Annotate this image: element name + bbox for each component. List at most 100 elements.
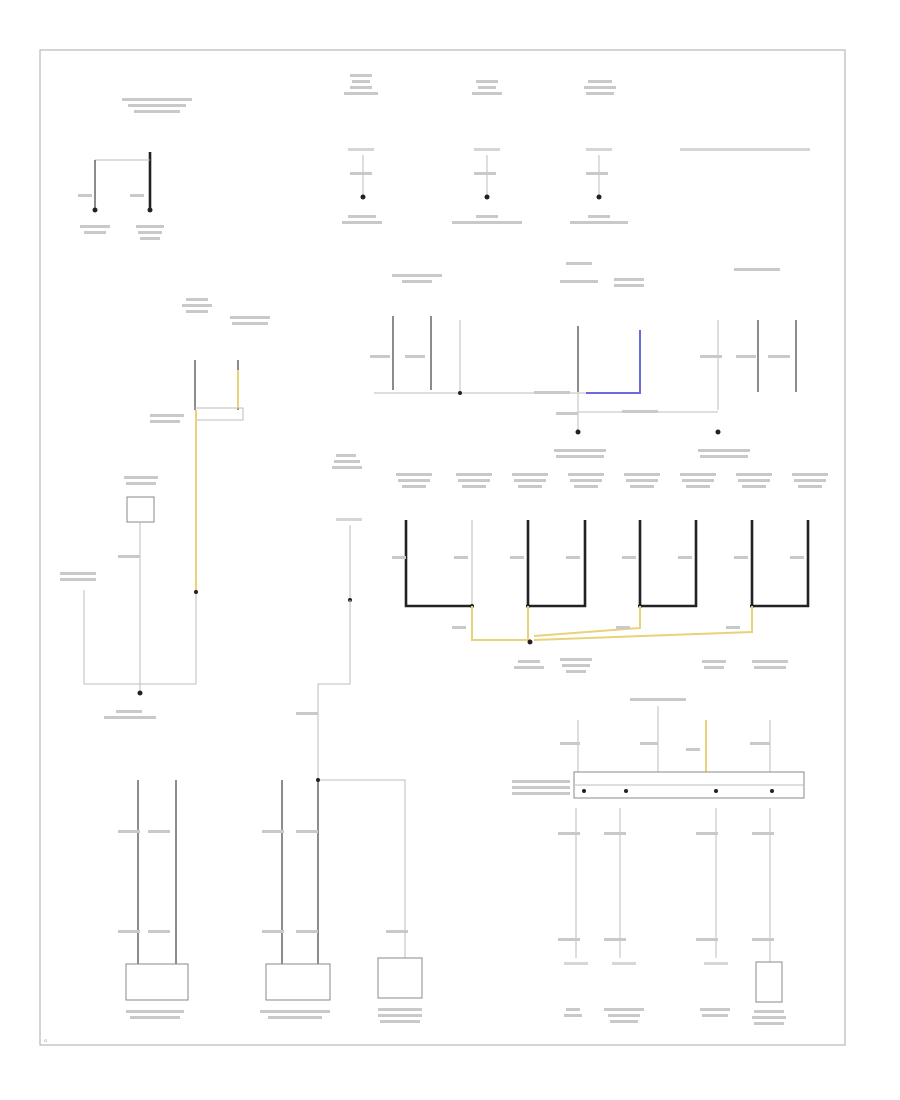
label-text-block [350, 74, 372, 77]
wire-label [296, 930, 318, 933]
wire-label [736, 355, 756, 358]
label-text-block [186, 310, 208, 313]
wire-label [148, 930, 170, 933]
connector-label [564, 962, 588, 965]
label-text-block [60, 572, 96, 575]
wire-label [474, 172, 496, 175]
label-text-block [126, 1010, 184, 1013]
label-text-block [380, 1020, 420, 1023]
label-text-block [60, 578, 96, 581]
wire-label [604, 832, 626, 835]
label-text-block [604, 1008, 644, 1011]
wire-label [262, 930, 284, 933]
label-text-block [478, 86, 496, 89]
middle-left-group [60, 298, 270, 719]
label-text-block [702, 1014, 728, 1017]
wire [318, 779, 406, 960]
top-switch-columns [342, 74, 810, 224]
wire-thick [638, 520, 698, 608]
wire-label [678, 556, 692, 559]
splice-point [194, 590, 198, 594]
label-text-block [704, 666, 724, 669]
wire-label [734, 556, 748, 559]
label-text-block [80, 225, 110, 228]
wire-label [118, 555, 140, 558]
label-text-block [584, 86, 616, 89]
label-text-block [342, 221, 382, 224]
wire-label [566, 556, 580, 559]
label-text-block [570, 221, 628, 224]
connector-label [474, 148, 500, 151]
wire-label [534, 391, 570, 394]
label-text-block [336, 454, 356, 457]
pin [582, 789, 586, 793]
wire-yellow [533, 606, 641, 637]
label-text-block [150, 420, 180, 423]
label-text-block [566, 1008, 580, 1011]
wire-label [556, 412, 578, 415]
label-text-block [452, 221, 522, 224]
wire-label [790, 556, 804, 559]
connector-label [336, 518, 362, 521]
label-text-block [566, 262, 592, 265]
label-text-block [754, 1022, 784, 1025]
ground-point [360, 194, 366, 200]
wire-label [696, 938, 718, 941]
label-text-block [586, 92, 614, 95]
wire-label [118, 930, 140, 933]
label-text-block [182, 304, 212, 307]
label-text-block [608, 1014, 640, 1017]
ground-point [596, 194, 602, 200]
wire-label [558, 938, 580, 941]
wire-blue [586, 330, 641, 394]
label-text-block [150, 414, 184, 417]
label-text-block [734, 268, 780, 271]
splice-point [458, 391, 462, 395]
label-text-block [140, 237, 160, 240]
wire-label [640, 742, 658, 745]
wire-label [700, 355, 722, 358]
label-text-block [402, 280, 432, 283]
wire-label [296, 712, 318, 715]
label-text-block [392, 274, 442, 277]
diagram-frame [39, 49, 846, 1046]
connector-label [704, 962, 728, 965]
connector-label [586, 148, 612, 151]
wire-label [392, 556, 406, 559]
wire-label [454, 556, 468, 559]
wire-label [686, 748, 700, 751]
wire-label [696, 832, 718, 835]
label-text-block [186, 298, 208, 301]
label-text-block [104, 716, 156, 719]
label-text-block [378, 1014, 422, 1017]
wire-label [370, 355, 390, 358]
wire-yellow [471, 606, 530, 641]
ground-point [92, 207, 98, 213]
label-text-block [126, 482, 156, 485]
wire [195, 407, 244, 421]
label-text-block [138, 231, 162, 234]
splice-point [316, 778, 320, 782]
label-text-block [518, 660, 540, 663]
label-text-block [554, 449, 606, 452]
label-text-block [84, 231, 106, 234]
label-text-block [588, 215, 610, 218]
label-text-block [124, 476, 158, 479]
label-text-block [352, 80, 370, 83]
wire-label [622, 410, 658, 413]
connector-labels [396, 473, 828, 488]
label-text-block [560, 280, 598, 283]
label-text-block [754, 1010, 784, 1013]
label-text-block [556, 455, 604, 458]
wire-label [148, 830, 170, 833]
label-text-block [512, 786, 570, 789]
label-text-block [476, 215, 498, 218]
label-text-block [260, 1010, 330, 1013]
label-text-block [230, 316, 270, 319]
label-text-block [754, 666, 786, 669]
wire-label [558, 832, 580, 835]
label-text-block [614, 284, 644, 287]
connector-row [392, 473, 828, 669]
legend-note [680, 148, 810, 151]
right-upper-group [370, 262, 797, 458]
